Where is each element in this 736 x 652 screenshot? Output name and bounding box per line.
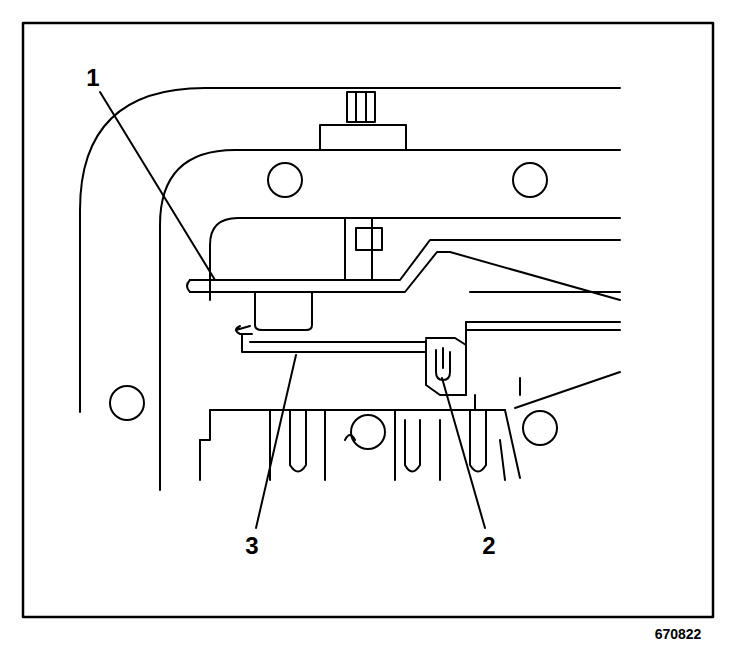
callout-number: 1	[86, 66, 99, 90]
retaining-clip	[426, 322, 466, 395]
case-flange-inner	[160, 150, 620, 490]
valve-body	[200, 322, 620, 480]
figure-frame	[23, 23, 713, 617]
detent-spring	[187, 240, 620, 300]
bolt-holes	[110, 163, 557, 449]
callout-number: 3	[245, 534, 258, 558]
manual-rod	[242, 334, 426, 352]
detent-body	[236, 292, 312, 334]
bracket	[345, 218, 382, 280]
leader-lines	[100, 92, 485, 528]
callout-number: 2	[482, 534, 495, 558]
figure-number: 670822	[655, 627, 702, 641]
bolt	[320, 92, 406, 150]
